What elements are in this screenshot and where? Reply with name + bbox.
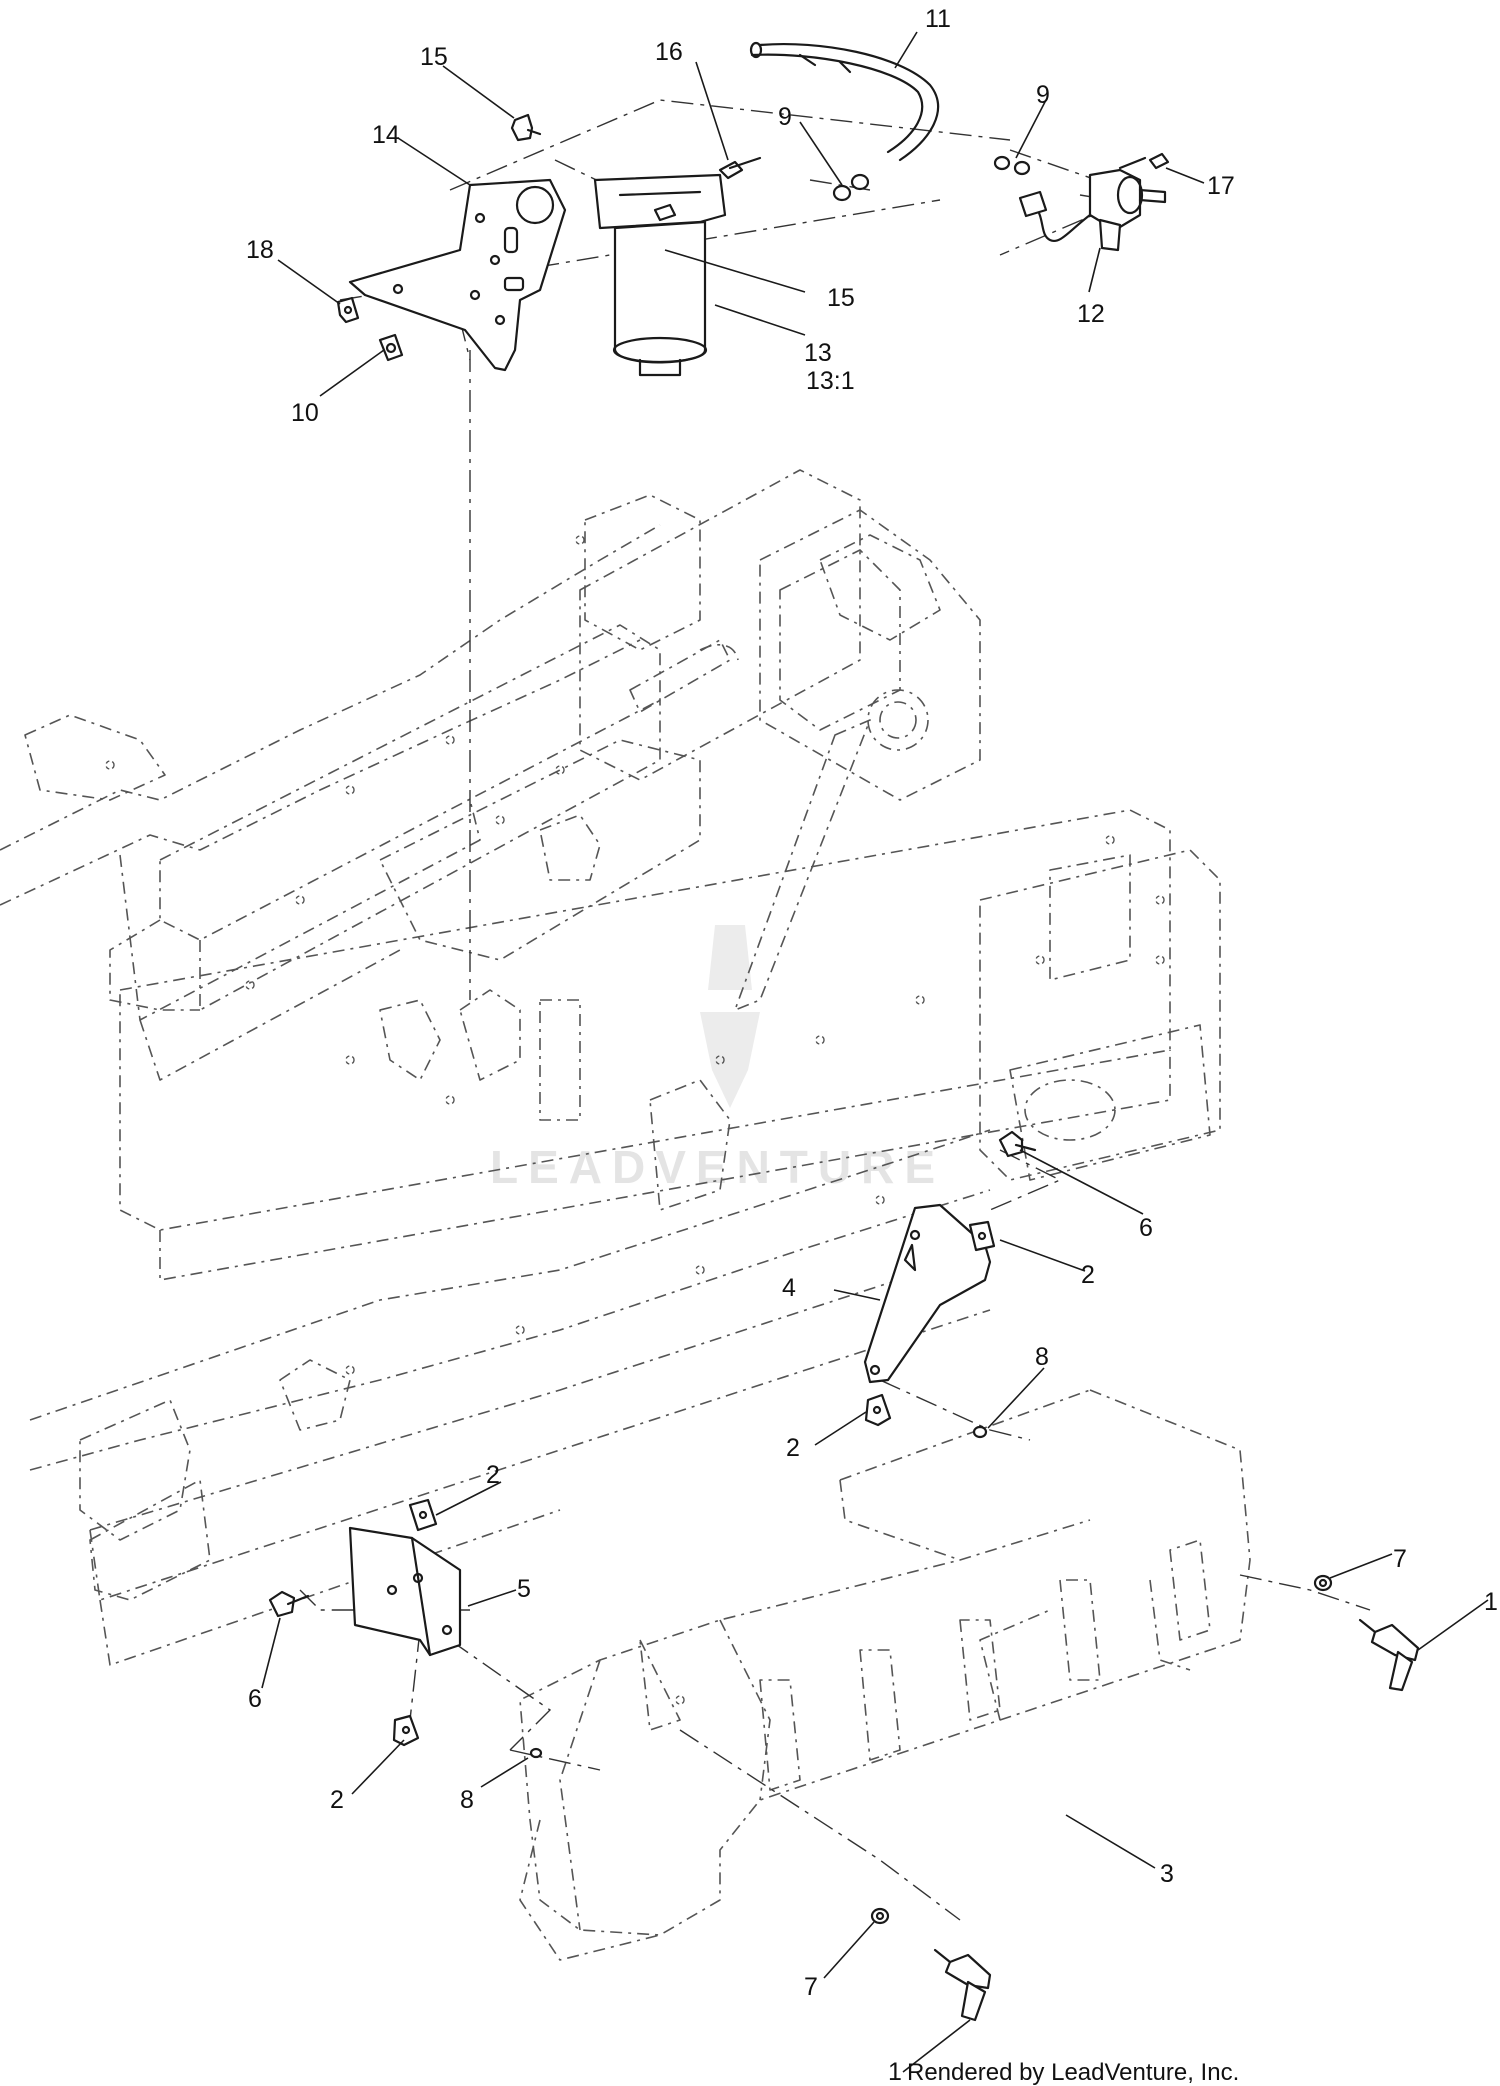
washer-bottom bbox=[870, 1907, 890, 1925]
callout-16: 16 bbox=[655, 38, 683, 66]
callout-8-left: 8 bbox=[460, 1786, 474, 1814]
u-nut-top-right bbox=[968, 1220, 996, 1252]
callout-12: 12 bbox=[1077, 300, 1105, 328]
fuel-filter bbox=[593, 173, 727, 377]
callout-2-bottom-left: 2 bbox=[330, 1786, 344, 1814]
speed-nut-10 bbox=[378, 333, 404, 362]
callout-2-top-right: 2 bbox=[1081, 1261, 1095, 1289]
callout-7-bottom: 7 bbox=[804, 1973, 818, 2001]
leader-lines bbox=[261, 31, 1489, 2073]
callout-17: 17 bbox=[1207, 172, 1235, 200]
credit-text: Rendered by LeadVenture, Inc. bbox=[907, 2059, 1239, 2086]
callout-13-1: 13:1 bbox=[806, 367, 855, 395]
washer-right bbox=[1313, 1574, 1333, 1592]
parts bbox=[268, 41, 1420, 2022]
callout-18: 18 bbox=[246, 236, 274, 264]
fuel-hose bbox=[749, 41, 940, 162]
callout-4: 4 bbox=[782, 1274, 796, 1302]
u-nut-top-left bbox=[408, 1498, 438, 1532]
hose-clamp-left bbox=[832, 173, 870, 202]
knob-right bbox=[1358, 1618, 1420, 1692]
u-nut-bottom-left bbox=[392, 1714, 420, 1747]
mounting-bracket-5 bbox=[348, 1526, 462, 1657]
hose-clamp-right bbox=[993, 155, 1031, 176]
callout-2-bottom-right: 2 bbox=[786, 1434, 800, 1462]
callout-5: 5 bbox=[517, 1575, 531, 1603]
callout-10: 10 bbox=[291, 399, 319, 427]
bolt-6-left bbox=[268, 1590, 310, 1618]
fuel-filter-bracket bbox=[348, 178, 567, 372]
callout-11: 11 bbox=[925, 5, 951, 33]
callout-13: 13 bbox=[804, 339, 832, 367]
callout-15-right: 15 bbox=[827, 284, 855, 312]
callout-14: 14 bbox=[372, 121, 400, 149]
tractor-frame bbox=[0, 469, 1221, 1666]
callouts: 11 9 9 16 15 14 18 10 17 15 12 13 13:1 6… bbox=[246, 5, 1498, 2086]
callout-6-left: 6 bbox=[248, 1685, 262, 1713]
o-ring-right bbox=[972, 1425, 988, 1439]
callout-8-right: 8 bbox=[1035, 1343, 1049, 1371]
callout-15-top: 15 bbox=[420, 43, 448, 71]
callout-1-bottom: 1 bbox=[888, 2058, 902, 2086]
watermark-text: LEADVENTURE bbox=[490, 1141, 945, 1193]
mounting-bracket-4 bbox=[863, 1203, 992, 1384]
knob-bottom bbox=[933, 1948, 992, 2022]
fuel-tank bbox=[519, 1389, 1251, 1961]
callout-9-right: 9 bbox=[1036, 81, 1050, 109]
bolt-16 bbox=[718, 156, 762, 180]
callout-3: 3 bbox=[1160, 1860, 1174, 1888]
u-nut-bottom-right bbox=[864, 1393, 892, 1427]
callout-9-left: 9 bbox=[778, 103, 792, 131]
screw-17 bbox=[1148, 152, 1170, 170]
elbow-fitting-top bbox=[510, 113, 542, 142]
callout-6-right: 6 bbox=[1139, 1214, 1153, 1242]
fuel-pump bbox=[1018, 156, 1167, 252]
callout-7-right: 7 bbox=[1393, 1545, 1407, 1573]
bolt-6-right bbox=[998, 1130, 1037, 1158]
watermark-logo-icon bbox=[700, 925, 760, 1108]
callout-1-right: 1 bbox=[1484, 1588, 1498, 1616]
callout-2-top-left: 2 bbox=[486, 1461, 500, 1489]
watermark: LEADVENTURE bbox=[490, 925, 945, 1193]
speed-nut-18 bbox=[336, 296, 360, 324]
o-ring-left bbox=[529, 1747, 543, 1759]
